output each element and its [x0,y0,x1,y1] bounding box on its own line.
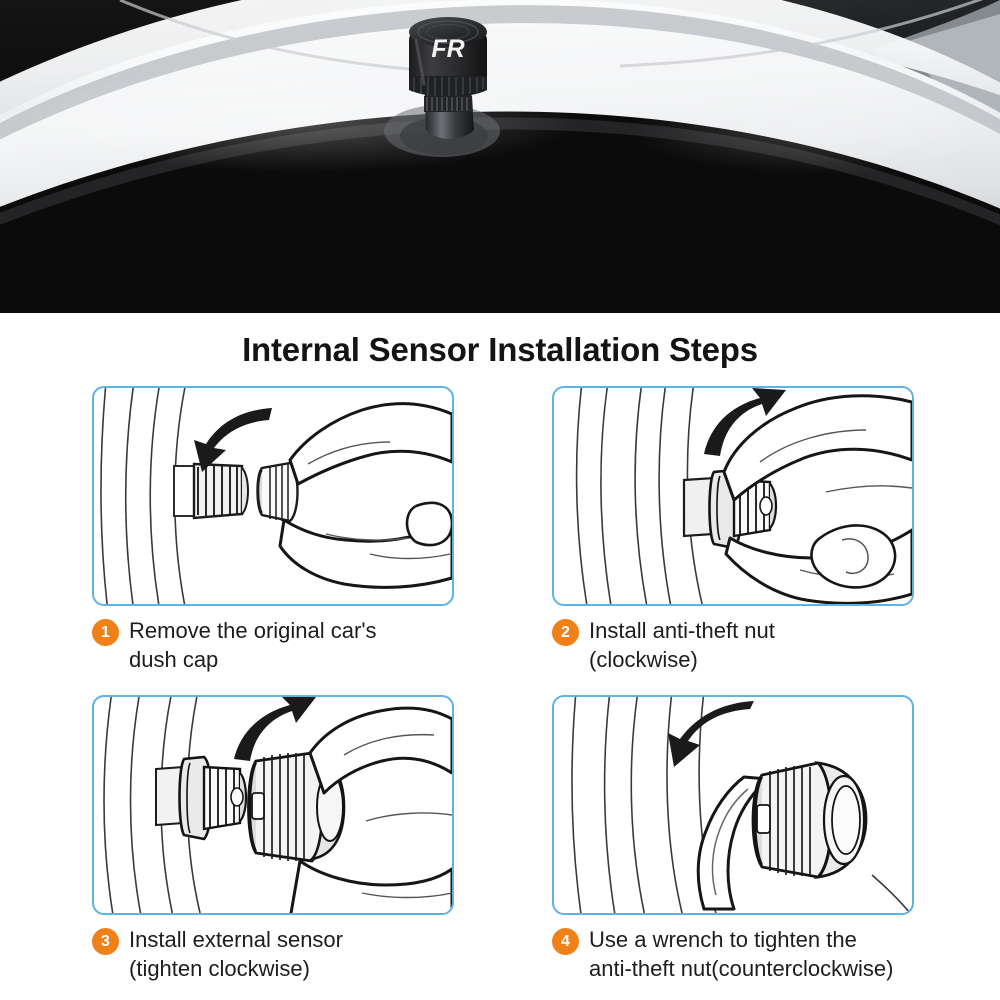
step-4-caption: 4 Use a wrench to tighten the anti-theft… [552,925,918,983]
step-2-illustration-panel [552,386,914,606]
step-4-caption-text: Use a wrench to tighten the anti-theft n… [589,927,894,981]
wrench-tightening-sensor-icon [571,697,911,913]
step-2: 2 Install anti-theft nut (clockwise) [552,386,918,674]
step-3-illustration-panel [92,695,454,915]
step-2-caption: 2 Install anti-theft nut (clockwise) [552,616,918,674]
step-3-caption: 3 Install external sensor (tighten clock… [92,925,458,983]
step-4: 4 Use a wrench to tighten the anti-theft… [552,695,918,983]
step-1-number-badge: 1 [92,619,119,646]
sensor-cap-label: FR [431,35,464,63]
hand-removing-dust-cap-icon [100,388,452,604]
step-1-caption-text: Remove the original car's dush cap [129,618,377,672]
page-title: Internal Sensor Installation Steps [242,331,758,368]
product-photo: FR [0,0,1000,313]
step-1-illustration-panel [92,386,454,606]
step-1: 1 Remove the original car's dush cap [92,386,458,674]
step-3-caption-text: Install external sensor (tighten clockwi… [129,927,343,981]
step-4-number-badge: 4 [552,928,579,955]
step-3-number-badge: 3 [92,928,119,955]
step-4-illustration-panel [552,695,914,915]
step-3: 3 Install external sensor (tighten clock… [92,695,458,983]
hand-installing-anti-theft-nut-icon [575,388,912,604]
installation-steps-section: Internal Sensor Installation Steps [0,313,1000,1000]
wheel-photo-illustration: FR [0,0,1000,313]
step-1-caption: 1 Remove the original car's dush cap [92,616,458,674]
step-2-number-badge: 2 [552,619,579,646]
step-2-caption-text: Install anti-theft nut (clockwise) [589,618,775,672]
hand-installing-external-sensor-icon [103,697,452,913]
